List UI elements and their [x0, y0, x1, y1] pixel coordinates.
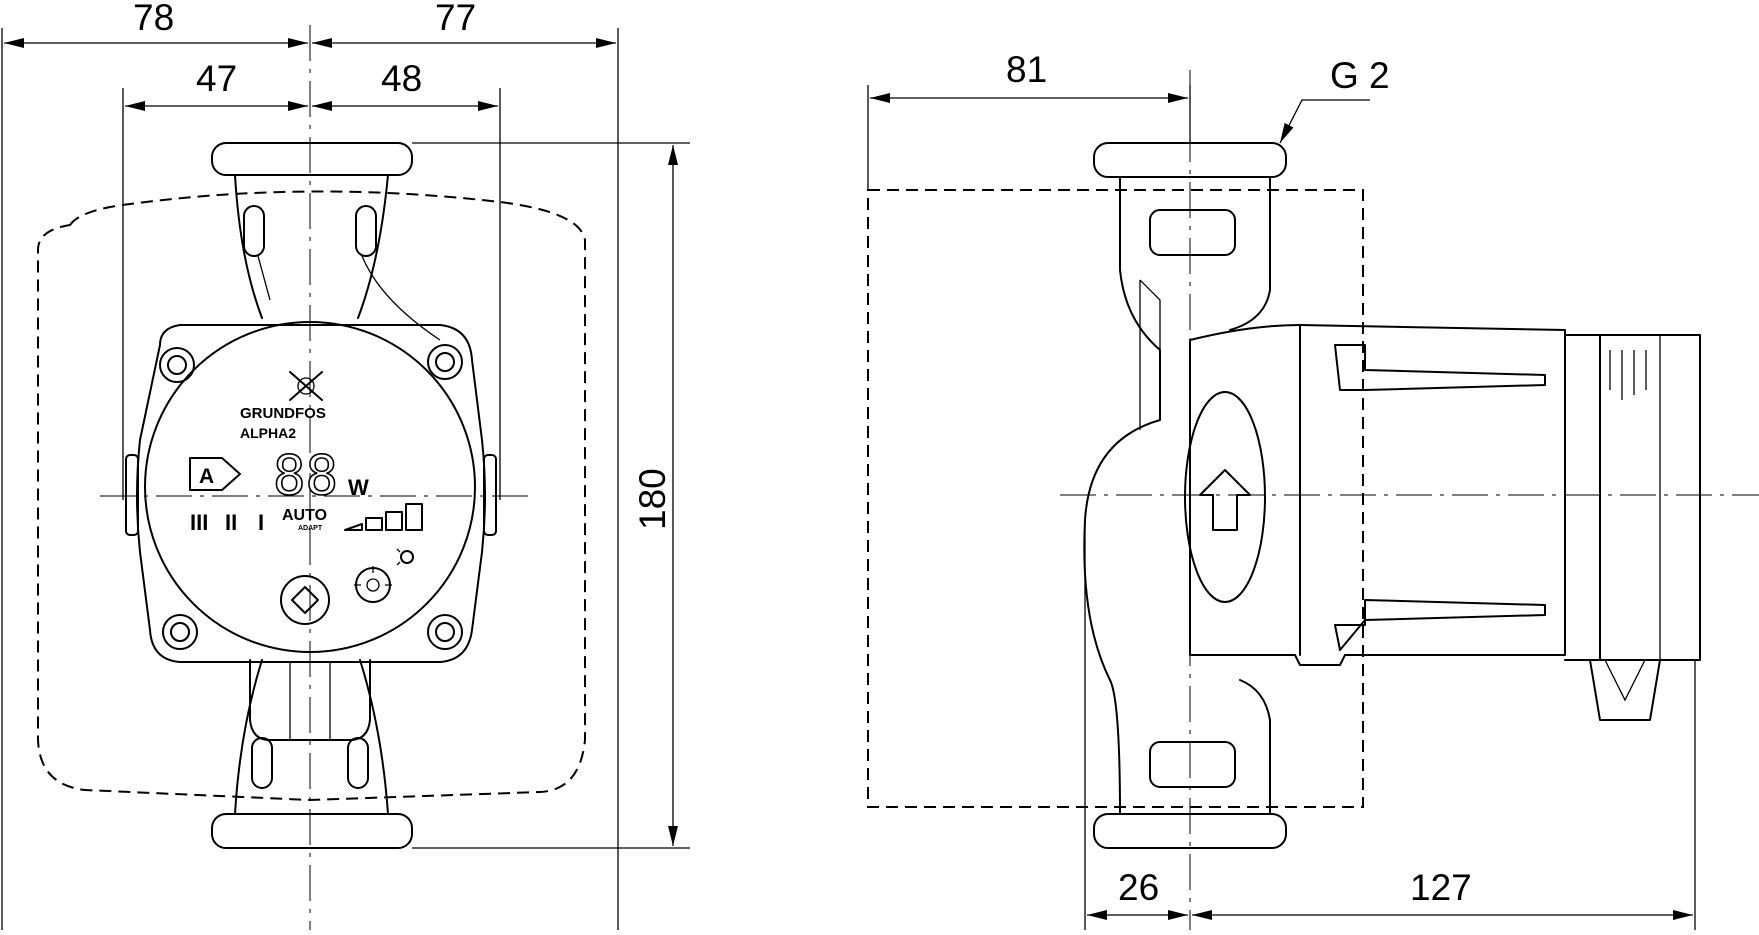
mode-button-icon	[280, 575, 330, 625]
front-top-flange	[211, 142, 413, 176]
side-bottom-slot	[1149, 741, 1236, 788]
power-unit: W	[348, 475, 369, 500]
insulation-shell-outline	[37, 190, 586, 802]
side-top-clip	[1334, 344, 1546, 391]
front-pipe-body	[234, 174, 389, 815]
flow-arrow-icon	[1199, 469, 1251, 531]
front-bottom-left-slot	[251, 737, 273, 789]
front-extension-lines	[1, 28, 690, 930]
side-top-slot	[1149, 209, 1236, 256]
front-view: GRUNDFOS ALPHA2 A 88 W III II I AUTO ADA…	[1, 0, 690, 930]
dim-inner-right: 48	[381, 58, 422, 99]
side-view: 81 G 2 26 127	[867, 49, 1759, 930]
thread-leader-line	[1279, 99, 1370, 144]
side-terminal-box	[1599, 334, 1701, 661]
setpoint-bars	[344, 503, 423, 531]
energy-label-letter: A	[199, 465, 214, 488]
dim-inner-left: 47	[196, 58, 237, 99]
side-insulation-outline	[867, 189, 1364, 808]
cable-connector-detail	[1604, 659, 1646, 702]
display-face	[144, 321, 476, 653]
side-motor-housing	[1189, 324, 1566, 666]
motor-housing	[136, 324, 486, 663]
adapt-mode-label: ADAPT	[298, 525, 323, 532]
power-digits: 88	[273, 444, 338, 507]
thread-size: G 2	[1330, 55, 1390, 96]
speed-iii-label: III	[190, 510, 208, 535]
rating-label-marks	[1609, 350, 1647, 400]
grundfos-logo-icon	[289, 371, 323, 401]
sun-moon-icon	[396, 548, 414, 566]
model-name: ALPHA2	[240, 425, 296, 441]
front-top-left-slot	[243, 205, 265, 257]
dim-bottom-right: 127	[1410, 867, 1472, 908]
front-bottom-flange	[211, 813, 413, 849]
corner-screws	[159, 344, 463, 650]
side-extension-lines	[867, 85, 1696, 930]
cable-connector	[1589, 659, 1661, 721]
right-lug	[483, 454, 497, 536]
left-lug	[125, 454, 139, 536]
control-box	[249, 659, 371, 741]
front-top-right-slot	[355, 205, 377, 257]
front-bottom-right-slot	[347, 737, 369, 789]
side-bottom-clip	[1334, 599, 1546, 651]
dim-depth-top: 81	[1006, 49, 1047, 90]
speed-i-label: I	[258, 510, 264, 535]
auto-mode-label: AUTO	[282, 507, 327, 524]
dim-bottom-left: 26	[1118, 867, 1159, 908]
dim-overall-right: 77	[435, 0, 476, 38]
dim-overall-left: 78	[133, 0, 174, 38]
speed-ii-label: II	[225, 510, 237, 535]
side-body-edges	[1139, 279, 1161, 430]
side-motor-endcap	[1564, 334, 1601, 661]
flow-direction-oval	[1184, 391, 1266, 603]
brand-name: GRUNDFOS	[240, 405, 326, 422]
dim-height: 180	[632, 468, 673, 530]
front-connector-lines	[257, 255, 441, 341]
side-bottom-flange	[1093, 813, 1287, 849]
energy-label-tag	[189, 457, 241, 491]
night-mode-button-icon	[354, 566, 392, 603]
